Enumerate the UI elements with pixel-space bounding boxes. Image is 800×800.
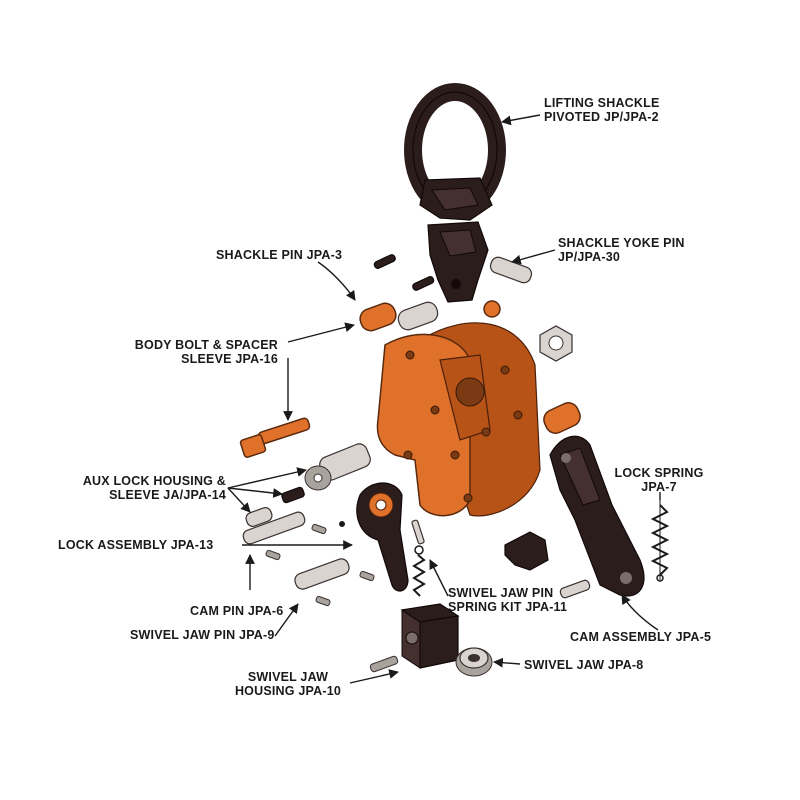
small-orange-nut: [483, 300, 501, 318]
aux-sleeve: [245, 507, 273, 527]
hex-nut: [539, 325, 573, 362]
label-body-bolt: BODY BOLT & SPACER SLEEVE JPA-16: [134, 338, 278, 366]
housing-pin: [369, 655, 399, 673]
label-lifting-shackle: LIFTING SHACKLE PIVOTED JP/JPA-2: [544, 96, 660, 124]
lock-pin: [242, 511, 306, 545]
shackle-yoke: [427, 221, 489, 303]
shackle-pin: [359, 302, 397, 332]
cam-assembly: [549, 435, 645, 597]
small-roll-pin-4: [315, 595, 331, 607]
small-ball: [339, 521, 345, 527]
small-roll-pin-1: [311, 523, 327, 535]
label-cam-pin: CAM PIN JPA-6: [190, 604, 284, 618]
small-pin-top-2: [412, 276, 435, 291]
label-shackle-pin: SHACKLE PIN JPA-3: [216, 248, 343, 262]
lock-spring: [650, 500, 670, 582]
aux-lock-housing: [304, 443, 371, 491]
label-swivel-jaw: SWIVEL JAW JPA-8: [524, 658, 644, 672]
spacer-right: [543, 402, 581, 434]
leader-lines: [227, 114, 661, 684]
aux-spring: [281, 486, 305, 504]
small-roll-pin-3: [359, 570, 375, 582]
label-swivel-jaw-pin: SWIVEL JAW PIN JPA-9: [130, 628, 275, 642]
label-cam-assembly: CAM ASSEMBLY JPA-5: [570, 630, 712, 644]
body-bolt: [239, 417, 311, 458]
label-shackle-yoke-pin: SHACKLE YOKE PIN JP/JPA-30: [558, 236, 685, 264]
small-roll-pin-2: [265, 549, 281, 561]
main-body: [376, 322, 541, 517]
swivel-jaw-pin: [294, 558, 350, 590]
label-lock-assembly: LOCK ASSEMBLY JPA-13: [58, 538, 214, 552]
label-lock-spring: LOCK SPRING JPA-7: [614, 466, 704, 494]
label-swivel-jaw-housing: SWIVEL JAW HOUSING JPA-10: [234, 670, 342, 698]
label-swivel-jaw-pin-spring-kit: SWIVEL JAW PIN SPRING KIT JPA-11: [448, 586, 568, 614]
spring-kit: [411, 519, 426, 597]
lifting-shackle: [404, 83, 506, 221]
lock-assembly: [356, 482, 409, 592]
label-aux-lock: AUX LOCK HOUSING & SLEEVE JA/JPA-14: [82, 474, 226, 502]
cam-pin: [559, 579, 591, 599]
small-pin-top: [373, 254, 396, 269]
swivel-jaw-housing: [400, 603, 460, 669]
spacer-sleeve: [397, 301, 439, 331]
cam-bracket: [504, 531, 549, 571]
swivel-jaw: [455, 647, 493, 677]
shackle-yoke-pin: [489, 256, 533, 284]
